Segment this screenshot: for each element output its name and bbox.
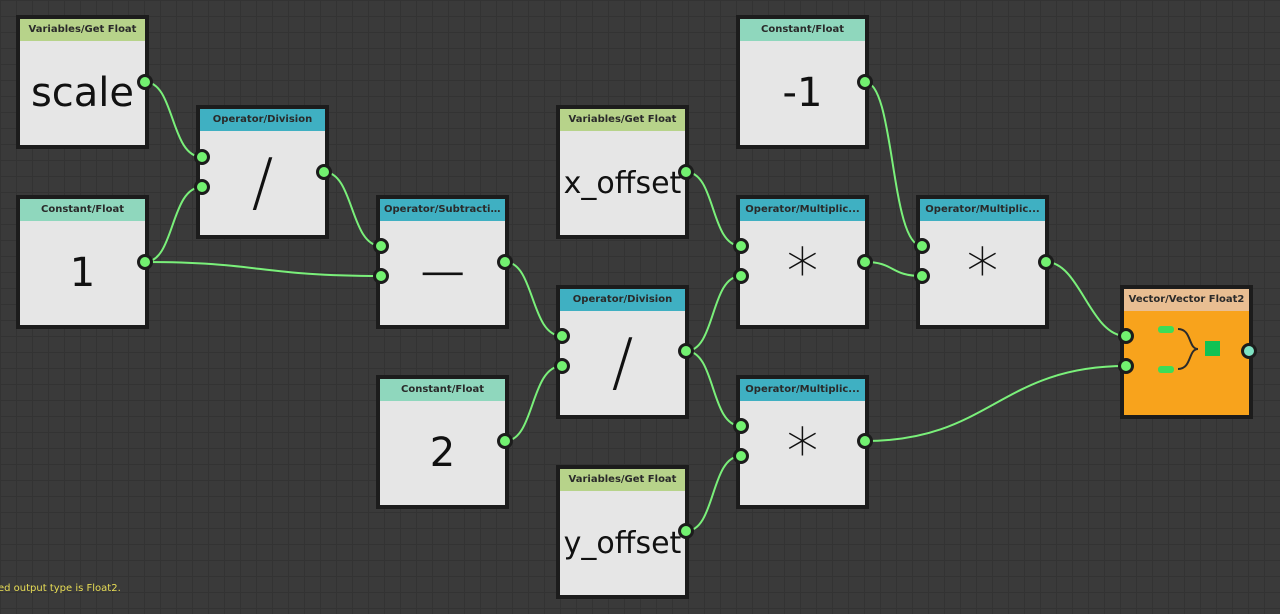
node-subtraction[interactable]: Operator/Subtraction − <box>376 195 509 329</box>
output-port[interactable] <box>137 74 153 90</box>
input-port[interactable] <box>733 238 749 254</box>
input-port[interactable] <box>914 238 930 254</box>
node-header: Variables/Get Float <box>560 109 685 131</box>
wire-two-to-division <box>504 365 563 442</box>
output-port[interactable] <box>137 254 153 270</box>
wire-neg-one-to-multiply <box>864 81 923 247</box>
node-header: Operator/Subtraction <box>380 199 505 221</box>
wire-one-to-subtraction <box>144 261 382 277</box>
wire-multiply-c-to-vector <box>864 365 1127 442</box>
node-header: Variables/Get Float <box>560 469 685 491</box>
node-value: x_offset <box>563 165 682 201</box>
output-port[interactable] <box>857 74 873 90</box>
node-constant-neg-1[interactable]: Constant/Float -1 <box>736 15 869 149</box>
node-get-scale[interactable]: Variables/Get Float scale <box>16 15 149 149</box>
input-port[interactable] <box>194 179 210 195</box>
output-port[interactable] <box>497 254 513 270</box>
input-port[interactable] <box>373 268 389 284</box>
output-port[interactable] <box>678 523 694 539</box>
output-port[interactable] <box>497 433 513 449</box>
node-division-a[interactable]: Operator/Division / <box>196 105 329 239</box>
wire-xoffset-to-multiply <box>685 171 742 247</box>
node-header: Operator/Multiplic... <box>740 199 865 221</box>
node-header: Constant/Float <box>740 19 865 41</box>
output-port[interactable] <box>857 433 873 449</box>
node-header: Operator/Multiplic... <box>920 199 1045 221</box>
output-port[interactable] <box>678 343 694 359</box>
node-division-b[interactable]: Operator/Division / <box>556 285 689 419</box>
operator-symbol: * <box>966 236 999 310</box>
node-constant-1[interactable]: Constant/Float 1 <box>16 195 149 329</box>
node-header: Vector/Vector Float2 <box>1124 289 1249 311</box>
node-constant-2[interactable]: Constant/Float 2 <box>376 375 509 509</box>
node-body <box>1124 311 1249 415</box>
input-port[interactable] <box>1118 358 1134 374</box>
wire-division-to-multiply-c <box>685 350 742 427</box>
input-port[interactable] <box>554 358 570 374</box>
output-port[interactable] <box>1038 254 1054 270</box>
output-port[interactable] <box>678 164 694 180</box>
operator-symbol: − <box>415 236 470 310</box>
node-value: y_offset <box>563 525 682 561</box>
input-port[interactable] <box>373 238 389 254</box>
input-port[interactable] <box>194 149 210 165</box>
operator-symbol: * <box>786 236 819 310</box>
node-header: Operator/Division <box>560 289 685 311</box>
node-value: -1 <box>782 70 823 116</box>
input-port[interactable] <box>914 268 930 284</box>
operator-symbol: / <box>251 146 274 220</box>
wire-multiply-b-to-vector <box>1045 261 1127 337</box>
node-vector-float2[interactable]: Vector/Vector Float2 <box>1120 285 1253 419</box>
node-header: Variables/Get Float <box>20 19 145 41</box>
operator-symbol: / <box>611 326 634 400</box>
wire-yoffset-to-multiply <box>685 455 742 532</box>
node-value: 2 <box>429 430 456 476</box>
operator-symbol: * <box>786 416 819 490</box>
input-port[interactable] <box>554 328 570 344</box>
wire-one-to-division <box>144 186 203 263</box>
output-port[interactable] <box>316 164 332 180</box>
wire-division-to-multiply-a <box>685 275 742 352</box>
node-multiplication-a[interactable]: Operator/Multiplic... * <box>736 195 869 329</box>
wire-subtraction-to-division <box>504 261 563 337</box>
node-header: Constant/Float <box>20 199 145 221</box>
node-multiplication-b[interactable]: Operator/Multiplic... * <box>916 195 1049 329</box>
node-get-x-offset[interactable]: Variables/Get Float x_offset <box>556 105 689 239</box>
output-port[interactable] <box>857 254 873 270</box>
output-port[interactable] <box>1241 343 1257 359</box>
node-header: Constant/Float <box>380 379 505 401</box>
wire-scale-to-division <box>144 81 203 158</box>
input-port[interactable] <box>733 448 749 464</box>
node-multiplication-c[interactable]: Operator/Multiplic... * <box>736 375 869 509</box>
input-port[interactable] <box>1118 328 1134 344</box>
node-value: 1 <box>69 250 96 296</box>
status-message: ed output type is Float2. <box>0 583 121 594</box>
node-header: Operator/Division <box>200 109 325 131</box>
node-get-y-offset[interactable]: Variables/Get Float y_offset <box>556 465 689 599</box>
node-value: scale <box>30 70 135 116</box>
node-header: Operator/Multiplic... <box>740 379 865 401</box>
input-port[interactable] <box>733 268 749 284</box>
wire-division-to-subtraction <box>323 171 382 247</box>
merge-brace-icon <box>1158 326 1220 373</box>
input-port[interactable] <box>733 418 749 434</box>
